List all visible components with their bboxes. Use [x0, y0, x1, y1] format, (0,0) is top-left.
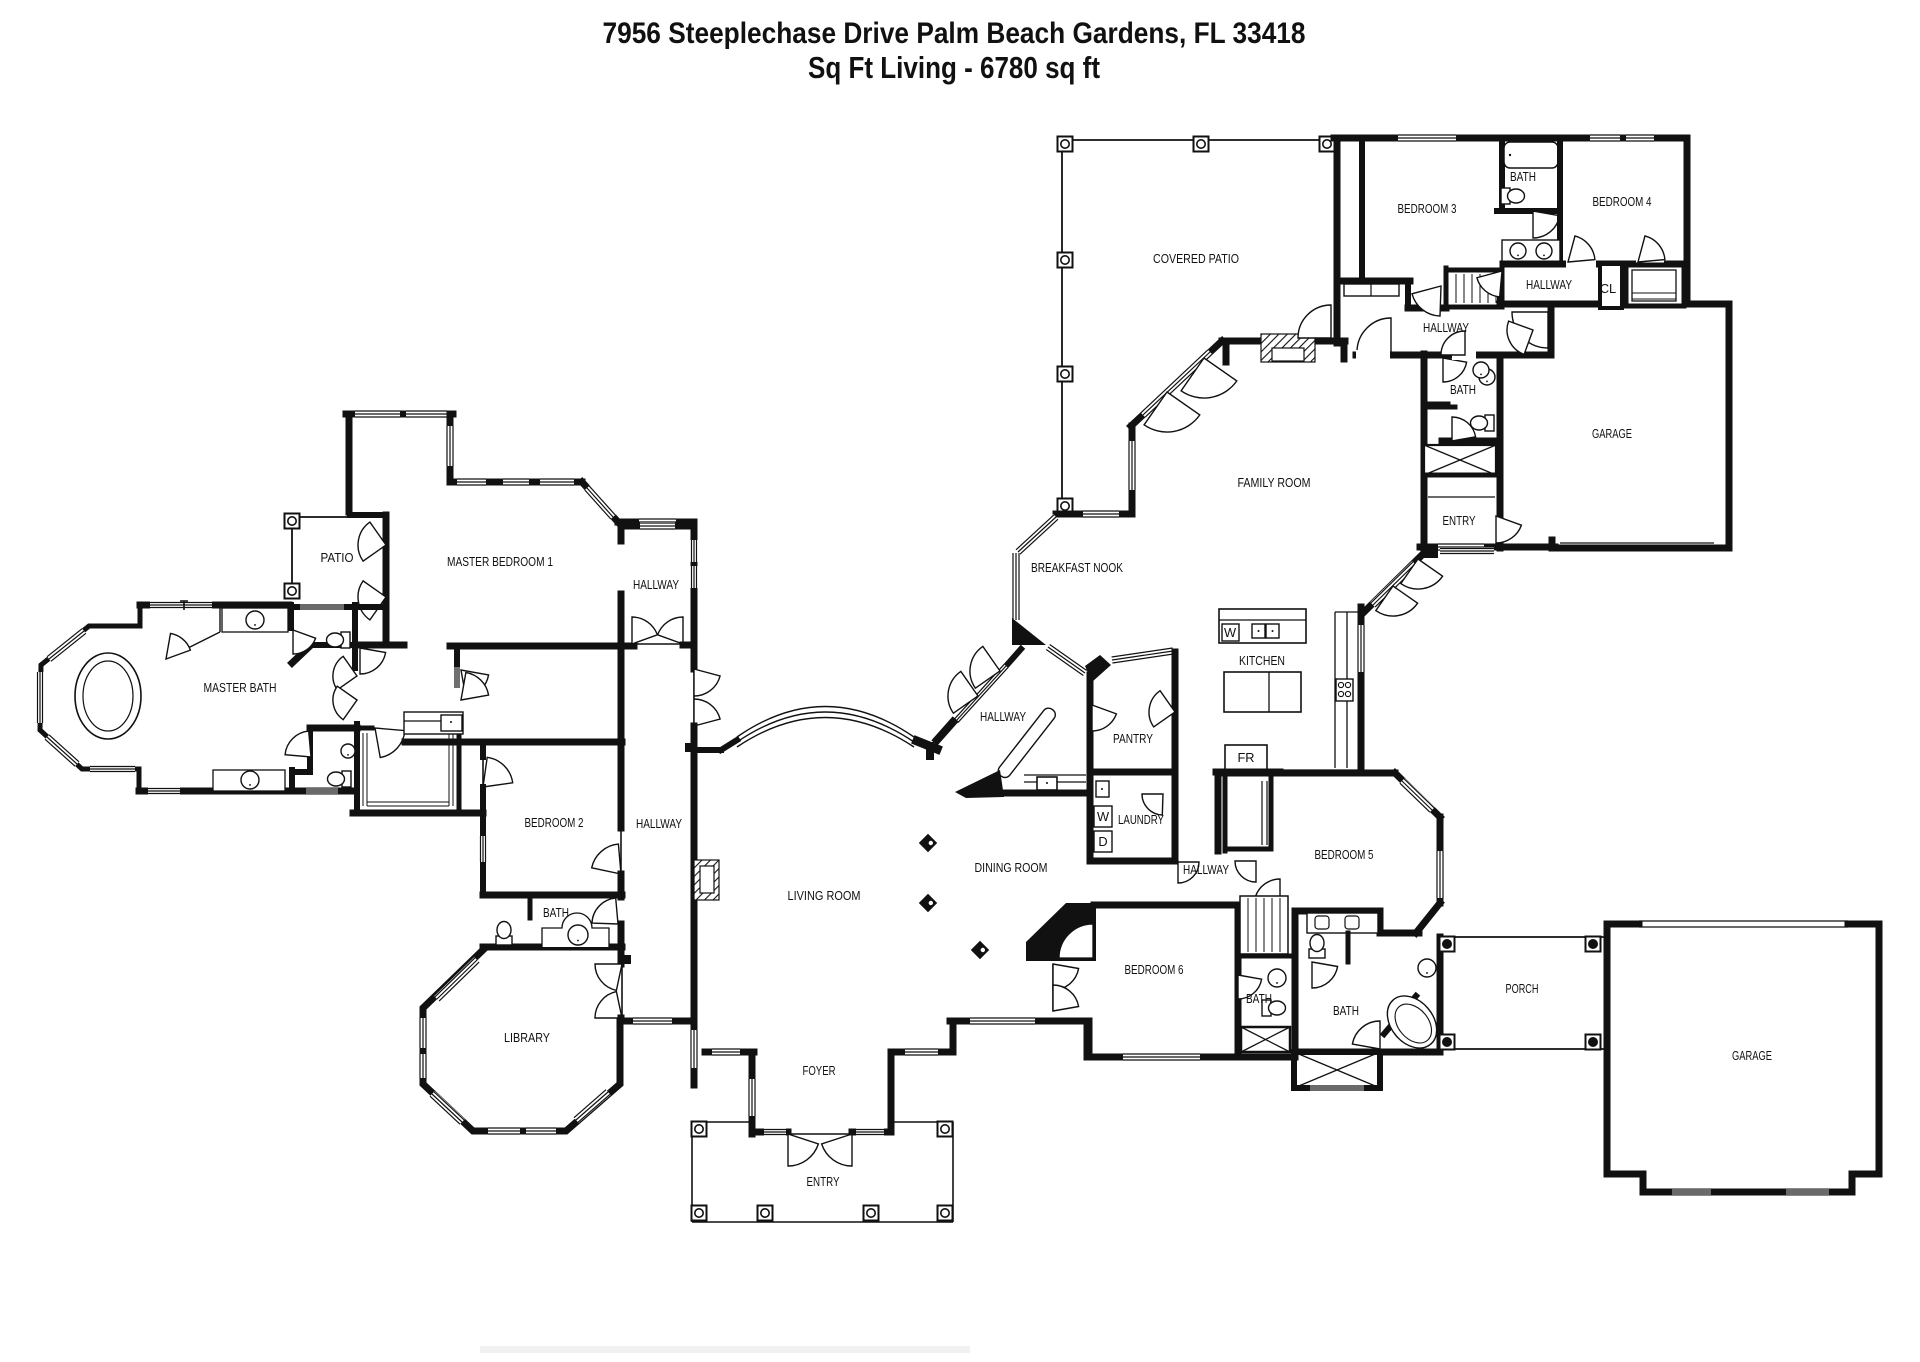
svg-text:BEDROOM 2: BEDROOM 2 [525, 815, 584, 830]
svg-text:HALLWAY: HALLWAY [980, 709, 1026, 724]
svg-text:LIVING ROOM: LIVING ROOM [788, 888, 861, 903]
svg-text:BATH: BATH [543, 905, 569, 920]
svg-text:BEDROOM 6: BEDROOM 6 [1125, 962, 1184, 977]
svg-text:ENTRY: ENTRY [807, 1174, 840, 1189]
svg-text:Sq Ft Living - 6780 sq ft: Sq Ft Living - 6780 sq ft [808, 50, 1100, 85]
svg-text:BREAKFAST NOOK: BREAKFAST NOOK [1031, 560, 1123, 575]
svg-text:PORCH: PORCH [1506, 981, 1539, 996]
svg-text:CL: CL [1600, 281, 1616, 296]
svg-text:HALLWAY: HALLWAY [1183, 862, 1229, 877]
svg-text:HALLWAY: HALLWAY [1423, 320, 1469, 335]
svg-text:HALLWAY: HALLWAY [636, 816, 682, 831]
svg-text:W: W [1097, 809, 1110, 824]
svg-text:COVERED PATIO: COVERED PATIO [1153, 251, 1239, 266]
svg-text:HALLWAY: HALLWAY [633, 577, 679, 592]
svg-text:BATH: BATH [1333, 1003, 1359, 1018]
svg-text:7956 Steeplechase Drive Palm B: 7956 Steeplechase Drive Palm Beach Garde… [603, 17, 1306, 50]
svg-text:BEDROOM 3: BEDROOM 3 [1398, 201, 1457, 216]
svg-text:HALLWAY: HALLWAY [1526, 277, 1572, 292]
svg-text:MASTER BEDROOM 1: MASTER BEDROOM 1 [447, 554, 553, 569]
svg-text:BEDROOM 5: BEDROOM 5 [1315, 847, 1374, 862]
svg-text:BATH: BATH [1450, 382, 1476, 397]
svg-text:MASTER BATH: MASTER BATH [204, 680, 277, 695]
svg-text:FR: FR [1237, 750, 1254, 765]
svg-text:LAUNDRY: LAUNDRY [1118, 812, 1164, 827]
svg-text:W: W [1224, 625, 1237, 640]
svg-text:GARAGE: GARAGE [1732, 1048, 1772, 1063]
svg-text:D: D [1098, 834, 1107, 849]
svg-text:BATH: BATH [1510, 169, 1536, 184]
svg-text:DINING ROOM: DINING ROOM [975, 860, 1048, 875]
svg-text:LIBRARY: LIBRARY [504, 1030, 550, 1045]
svg-text:GARAGE: GARAGE [1592, 426, 1632, 441]
svg-text:PATIO: PATIO [321, 550, 354, 565]
svg-text:FOYER: FOYER [803, 1063, 836, 1078]
svg-text:ENTRY: ENTRY [1443, 513, 1476, 528]
svg-text:PANTRY: PANTRY [1113, 731, 1153, 746]
svg-text:FAMILY ROOM: FAMILY ROOM [1238, 475, 1311, 490]
svg-text:KITCHEN: KITCHEN [1239, 653, 1285, 668]
svg-text:BATH: BATH [1246, 991, 1272, 1006]
svg-text:BEDROOM 4: BEDROOM 4 [1593, 194, 1652, 209]
